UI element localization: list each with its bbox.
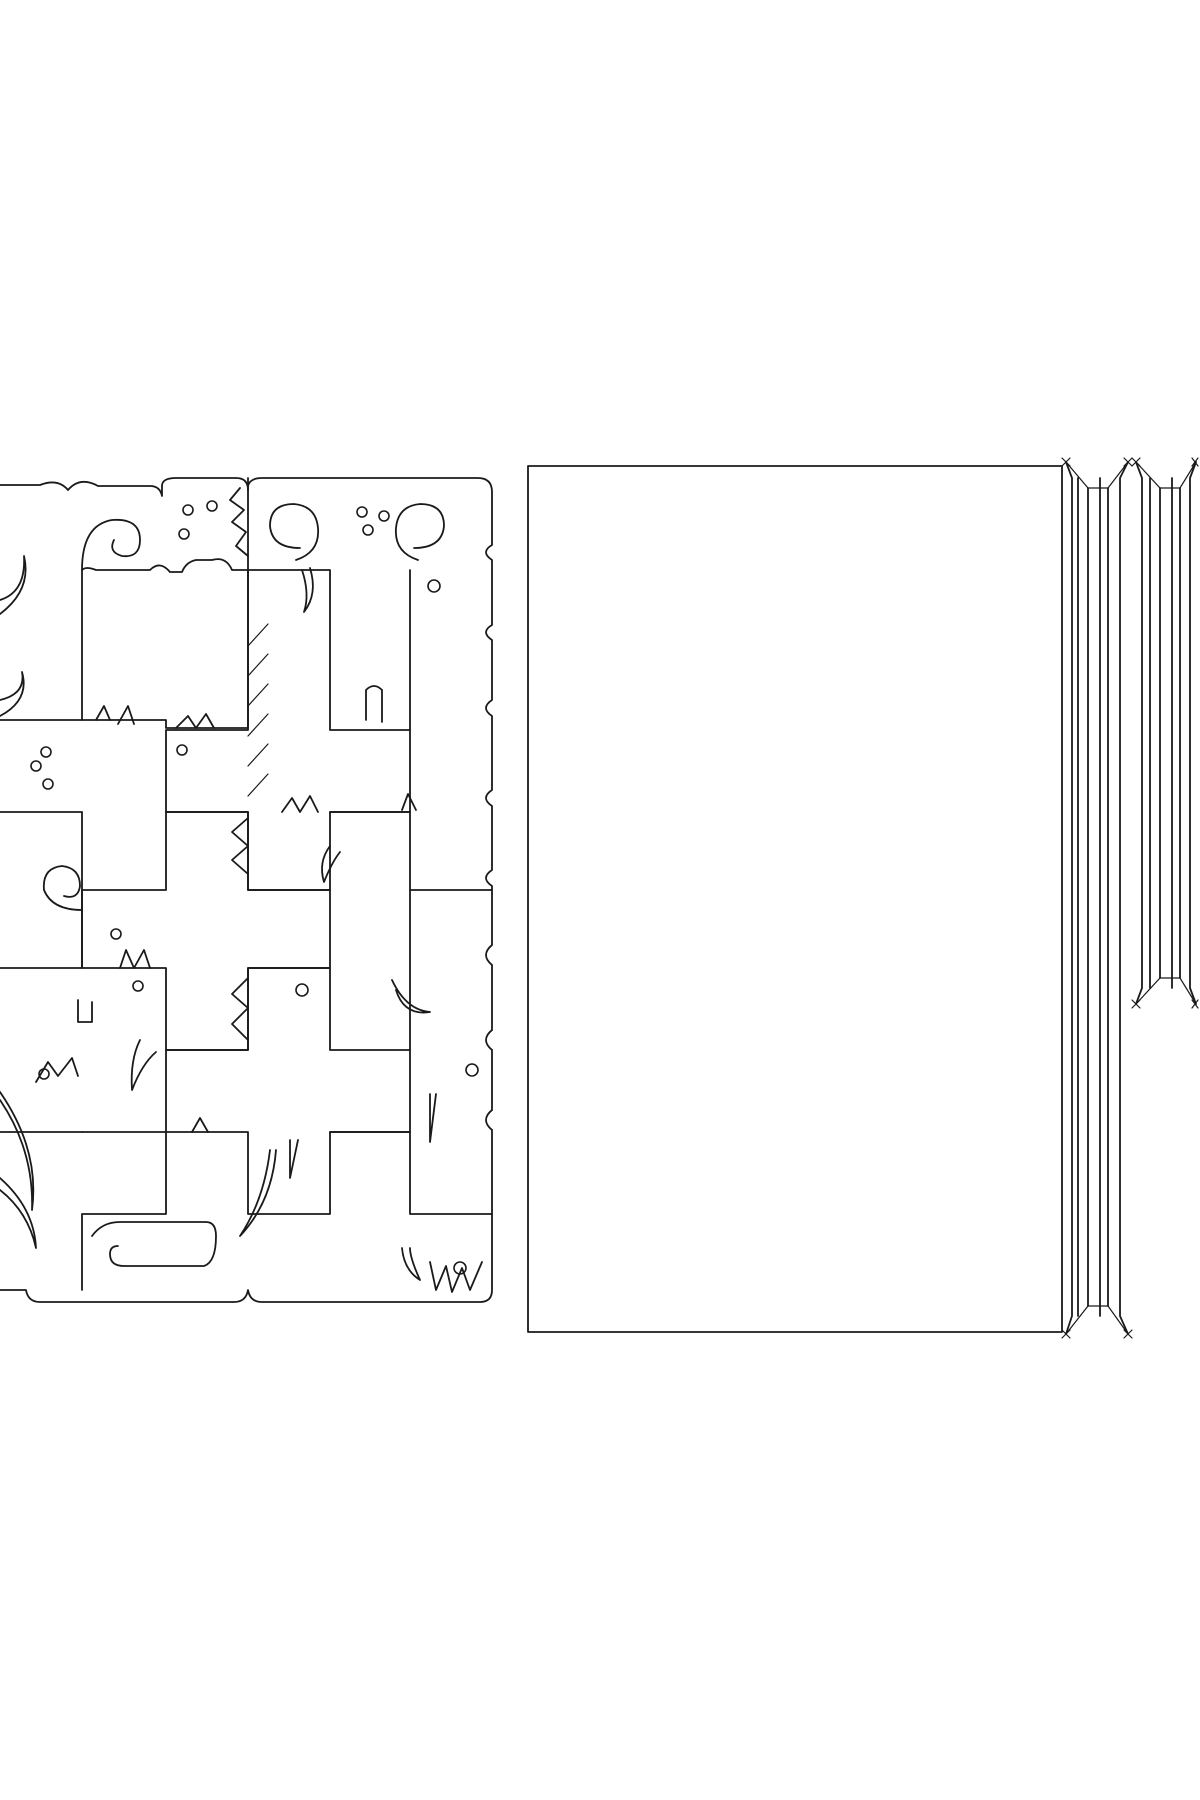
backing-board — [527, 465, 1063, 1333]
zigzag-mane-4 — [429, 1261, 483, 1293]
tail-2 — [321, 845, 341, 883]
curl-top-right — [395, 503, 445, 561]
puzzle-piece-boundary-7 — [81, 1131, 167, 1291]
puzzle-piece-boundary-2 — [165, 569, 411, 891]
leg-slot-2 — [77, 999, 93, 1023]
frame-edge-strip-long — [1061, 457, 1133, 1339]
horn-1 — [0, 555, 27, 615]
puzzle-piece-boundary-4 — [165, 967, 411, 1215]
zigzag-mane-5 — [175, 713, 215, 729]
tail-3 — [401, 1247, 421, 1281]
ear-spikes-6 — [401, 793, 417, 811]
ear-spikes-4 — [191, 1117, 209, 1133]
puzzle-piece-boundary-5 — [329, 811, 493, 891]
frame-edge-strip-short — [1131, 457, 1199, 1009]
curl-top-left — [81, 518, 141, 571]
hatch-lines — [247, 623, 269, 797]
leg-slot-3 — [289, 1139, 299, 1179]
ear-spikes-3 — [119, 949, 151, 969]
tail-1 — [391, 979, 431, 1014]
ear-spikes-5 — [35, 1057, 79, 1083]
tail-loop-bottom — [91, 1221, 217, 1267]
zigzag-mane-2 — [231, 817, 249, 875]
animal-puzzle — [0, 477, 493, 1303]
puzzle-piece-boundary-10 — [0, 477, 249, 1133]
zigzag-mane-1 — [229, 487, 249, 557]
horn-8 — [429, 1093, 437, 1143]
curl-top-mid — [269, 503, 319, 561]
puzzle-piece-boundary-1 — [81, 558, 249, 729]
animal-eye-dots — [30, 500, 479, 1275]
zigzag-mane-3 — [231, 977, 249, 1041]
puzzle-piece-boundary-8 — [329, 1131, 493, 1215]
horn-5 — [0, 1091, 35, 1211]
puzzle-piece-boundary-6 — [0, 811, 83, 969]
ear-spikes-2 — [281, 795, 319, 813]
horn-6 — [0, 1177, 37, 1249]
leg-slot-1 — [365, 685, 383, 723]
horn-2 — [0, 671, 25, 717]
curl-left-mid — [42, 865, 83, 911]
horn-4 — [130, 1039, 157, 1091]
horn-7 — [239, 1149, 277, 1237]
puzzle-outer-outline — [0, 477, 493, 1303]
horn-3 — [301, 567, 314, 613]
ear-spikes-1 — [95, 705, 135, 725]
